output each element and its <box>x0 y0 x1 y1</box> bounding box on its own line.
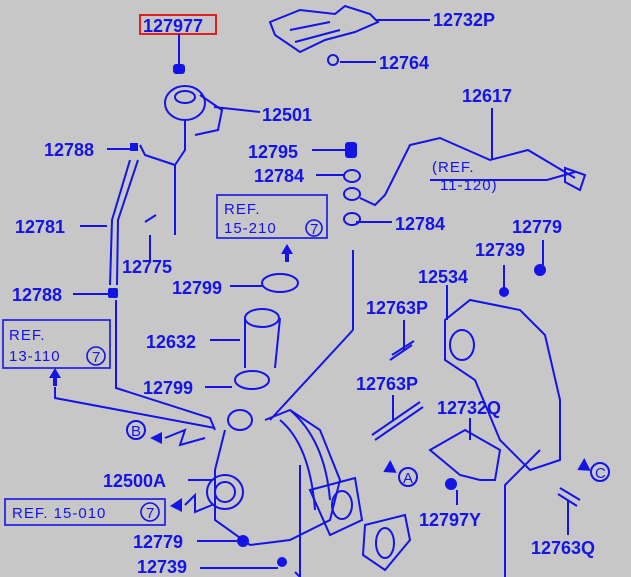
svg-text:13-110: 13-110 <box>9 348 61 365</box>
svg-text:7: 7 <box>146 505 155 522</box>
part-12788[interactable]: 12788 <box>44 140 94 160</box>
part-12781[interactable]: 12781 <box>15 217 65 237</box>
arrow-icon <box>281 244 293 262</box>
svg-text:C: C <box>595 465 607 482</box>
nut-icon <box>534 264 546 276</box>
ref-15-010[interactable]: REF. 15-010 7 <box>4 498 166 526</box>
part-12501[interactable]: 12501 <box>262 105 312 125</box>
svg-text:7: 7 <box>92 349 101 366</box>
part-127977[interactable]: 127977 <box>143 16 203 36</box>
exhaust-manifold-icon <box>444 298 561 472</box>
part-12739[interactable]: 12739 <box>475 240 525 260</box>
part-12534[interactable]: 12534 <box>418 267 468 287</box>
ref-15-210[interactable]: REF. 15-210 7 <box>216 194 328 239</box>
part-12739[interactable]: 12739 <box>137 557 187 577</box>
part-12799[interactable]: 12799 <box>143 378 193 398</box>
intake-hose-icon <box>244 317 281 369</box>
part-12500A[interactable]: 12500A <box>103 471 166 491</box>
part-12779[interactable]: 12779 <box>133 532 183 552</box>
part-12732Q[interactable]: 12732Q <box>437 398 501 418</box>
stud-icon <box>389 340 415 361</box>
svg-text:B: B <box>131 423 142 440</box>
svg-text:(REF.: (REF. <box>432 159 475 176</box>
washer-icon <box>343 169 361 183</box>
part-12632[interactable]: 12632 <box>146 332 196 352</box>
part-12788[interactable]: 12788 <box>12 285 62 305</box>
svg-text:A: A <box>403 470 414 487</box>
leader-lines <box>54 19 576 577</box>
part-12775[interactable]: 12775 <box>122 257 172 277</box>
gasket-icon <box>361 513 412 572</box>
hose-icon <box>109 159 139 286</box>
oil-pipe-icon <box>359 136 576 207</box>
bracket-icon <box>268 4 380 54</box>
part-12784[interactable]: 12784 <box>254 166 304 186</box>
ref-13-110[interactable]: REF. 13-110 7 <box>2 319 111 369</box>
part-labels: 127977 12732P 12764 12501 12617 12788 12… <box>12 10 595 577</box>
svg-text:REF. 15-010: REF. 15-010 <box>12 505 106 522</box>
clamp-icon <box>261 273 299 293</box>
part-12764[interactable]: 12764 <box>379 53 429 73</box>
heat-shield-icon <box>428 428 502 481</box>
bolt-icon <box>345 142 357 158</box>
connector-a: A <box>398 467 418 487</box>
svg-text:7: 7 <box>310 221 319 238</box>
connector-c: C <box>590 462 610 482</box>
part-12763P[interactable]: 12763P <box>366 298 428 318</box>
svg-text:15-210: 15-210 <box>224 220 277 237</box>
bolt-icon <box>173 64 185 74</box>
ref-11-120[interactable]: (REF. 11-120) <box>432 159 498 194</box>
part-12799[interactable]: 12799 <box>172 278 222 298</box>
turbocharger-icon <box>206 408 364 547</box>
nut-icon <box>327 54 339 66</box>
part-12617[interactable]: 12617 <box>462 86 512 106</box>
part-12795[interactable]: 12795 <box>248 142 298 162</box>
part-12763P[interactable]: 12763P <box>356 374 418 394</box>
connector-b: B <box>126 420 146 440</box>
part-12784[interactable]: 12784 <box>395 214 445 234</box>
part-12732P[interactable]: 12732P <box>433 10 495 30</box>
part-12779[interactable]: 12779 <box>512 217 562 237</box>
part-12763Q[interactable]: 12763Q <box>531 538 595 558</box>
part-12797Y[interactable]: 12797Y <box>419 510 481 530</box>
svg-text:11-120): 11-120) <box>440 177 498 194</box>
svg-text:REF.: REF. <box>9 327 46 344</box>
svg-text:REF.: REF. <box>224 201 261 218</box>
